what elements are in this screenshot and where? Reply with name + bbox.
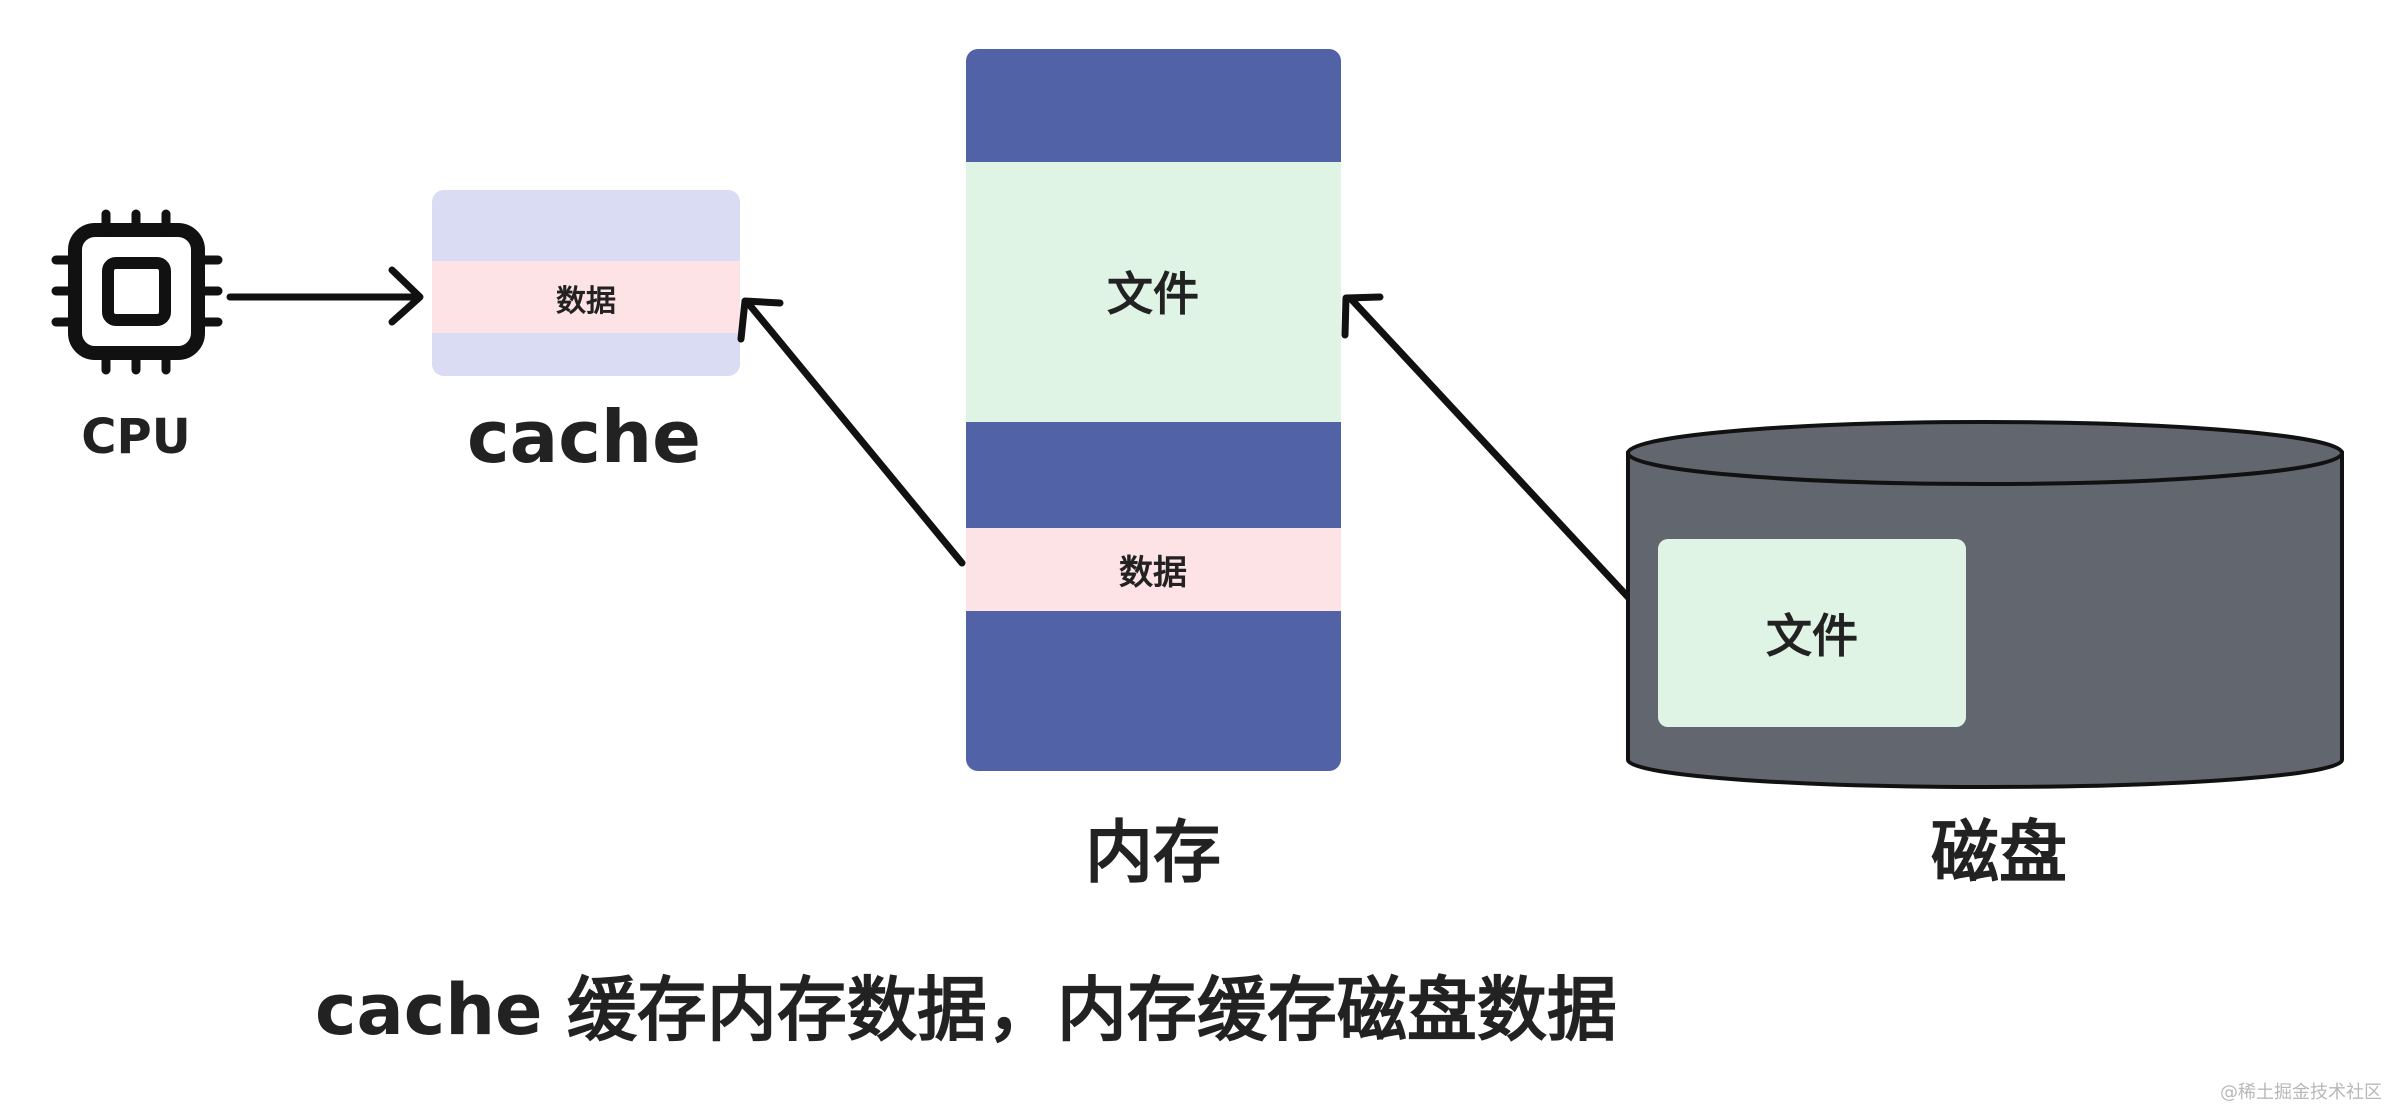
- memory-block: 文件 数据: [966, 49, 1341, 771]
- cpu-chip-icon: [51, 209, 223, 375]
- cache-data-band: [432, 261, 740, 333]
- memory-file-band: [966, 162, 1341, 422]
- diagram-caption: cache 缓存内存数据，内存缓存磁盘数据: [315, 969, 1617, 1051]
- cache-data-label: 数据: [556, 284, 616, 319]
- arrow-disk-to-memory: [1341, 293, 1658, 629]
- disk-file-label: 文件: [1766, 609, 1858, 663]
- disk-file-box: [1658, 539, 1966, 727]
- watermark: @稀土掘金技术社区: [2220, 1082, 2382, 1103]
- cache-block: 数据: [432, 190, 740, 376]
- cache-label: cache: [467, 395, 701, 479]
- disk-cylinder-icon: 文件: [1626, 420, 2344, 789]
- cpu-label: CPU: [81, 409, 190, 465]
- memory-label: 内存: [1085, 814, 1221, 893]
- memory-data-band: [966, 528, 1341, 611]
- arrow-cpu-to-cache: [226, 266, 424, 326]
- memory-data-label: 数据: [1119, 553, 1187, 593]
- memory-file-label: 文件: [1107, 267, 1199, 321]
- disk-label: 磁盘: [1931, 814, 2067, 893]
- arrow-memory-to-cache: [737, 297, 966, 567]
- disk-top: [1626, 420, 2344, 486]
